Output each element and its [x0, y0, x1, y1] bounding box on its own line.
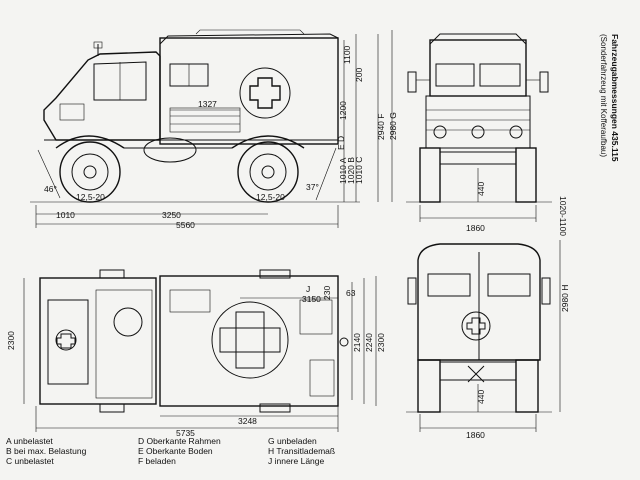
- cab-window: [93, 61, 147, 101]
- rear-dim-440: 440: [476, 390, 486, 404]
- spare-wheel: [143, 137, 197, 163]
- top-dim-63: 63: [346, 288, 356, 298]
- rear-red-cross-emblem: [461, 311, 491, 341]
- front-view: 1860 440 1020-1100: [406, 33, 568, 236]
- legend-item: G unbeladen: [268, 436, 317, 446]
- cab: [43, 51, 161, 141]
- rear-box: [417, 243, 541, 361]
- rear-wheel-left: [417, 359, 441, 413]
- front-wheel-right: [515, 147, 537, 203]
- front-dim-1860: 1860: [466, 223, 485, 233]
- dim-2980-g: 2980 G: [388, 112, 398, 140]
- top-dim-3150: 3150: [302, 294, 321, 304]
- angle-front-label: 46°: [44, 184, 57, 194]
- legend-item: E Oberkante Boden: [138, 446, 213, 456]
- top-red-cross-circle: [211, 301, 289, 379]
- top-view: 2300 J 3150 230 63 2140 2240 2300 3248 5…: [6, 269, 386, 438]
- top-dim-2240: 2240: [364, 333, 374, 352]
- dim-1010-c: 1010 C: [354, 157, 364, 184]
- legend-item: C unbelastet: [6, 456, 54, 466]
- headlight-left: [433, 125, 447, 139]
- rear-window-right: [487, 273, 531, 297]
- top-dim-5735: 5735: [176, 428, 195, 438]
- front-dim-ground: 1020-1100: [558, 196, 568, 236]
- tyre-front-label: 12,5-20: [76, 192, 105, 202]
- dim-1020-b: 1020 B: [346, 157, 356, 184]
- legend-column-2: D Oberkante Rahmen E Oberkante Boden F b…: [138, 436, 221, 466]
- red-cross-emblem: [239, 67, 291, 119]
- headlight-right: [509, 125, 523, 139]
- dim-1010: 1010: [56, 210, 75, 220]
- top-dim-2300-right: 2300: [376, 333, 386, 352]
- tyre-rear-label: 12,5-20: [256, 192, 285, 202]
- legend-item: F beladen: [138, 456, 176, 466]
- front-windshield-right: [479, 63, 521, 87]
- dim-200: 200: [354, 68, 364, 82]
- front-cab: [429, 39, 527, 97]
- dim-3250: 3250: [162, 210, 181, 220]
- legend-item: A unbelastet: [6, 436, 53, 446]
- dim-1327: 1327: [198, 99, 217, 109]
- legend-item: H Transitlademaß: [268, 446, 336, 456]
- front-grille: [425, 95, 531, 149]
- top-box: [159, 275, 339, 407]
- rear-view: 440 1860 2980 H: [406, 240, 570, 440]
- rear-window-left: [427, 273, 471, 297]
- legend-column-1: A unbelastet B bei max. Belastung C unbe…: [6, 436, 86, 466]
- rear-dim-2980-h: 2980 H: [560, 285, 570, 312]
- legend-item: B bei max. Belastung: [6, 446, 87, 456]
- dim-2940-f: 2940 F: [376, 114, 386, 140]
- rear-wheel-right: [515, 359, 539, 413]
- drawing-title: Fahrzeugabmessungen 435.115: [610, 34, 620, 162]
- front-dim-440: 440: [476, 182, 486, 196]
- legend-item: J innere Länge: [268, 456, 325, 466]
- top-dim-230: 230: [322, 286, 332, 300]
- legend: A unbelastet B bei max. Belastung C unbe…: [6, 436, 426, 476]
- legend-column-3: G unbeladen H Transitlademaß J innere Lä…: [268, 436, 335, 466]
- dim-1200: 1200: [338, 101, 348, 120]
- dim-1100: 1100: [342, 45, 352, 64]
- rear-dim-1860: 1860: [466, 430, 485, 440]
- side-view: 46° 37° 12,5-20 12,5-20 1327 1010 3250 5…: [30, 29, 398, 230]
- top-cab: [39, 277, 157, 405]
- legend-item: D Oberkante Rahmen: [138, 436, 221, 446]
- front-windshield-left: [435, 63, 475, 87]
- dim-marks: E D: [336, 136, 346, 150]
- top-dim-2300-left: 2300: [6, 331, 16, 350]
- box-body: [159, 37, 339, 145]
- dim-5560: 5560: [176, 220, 195, 230]
- top-dim-j: J: [306, 284, 310, 294]
- front-wheel-left: [419, 147, 441, 203]
- dim-1010-a: 1010 A: [338, 157, 348, 184]
- drawing-subtitle: (Sonderfahrzeug mit Kofferaufbau): [599, 34, 608, 157]
- top-dim-2140: 2140: [352, 333, 362, 352]
- top-dim-3248: 3248: [238, 416, 257, 426]
- angle-rear-label: 37°: [306, 182, 319, 192]
